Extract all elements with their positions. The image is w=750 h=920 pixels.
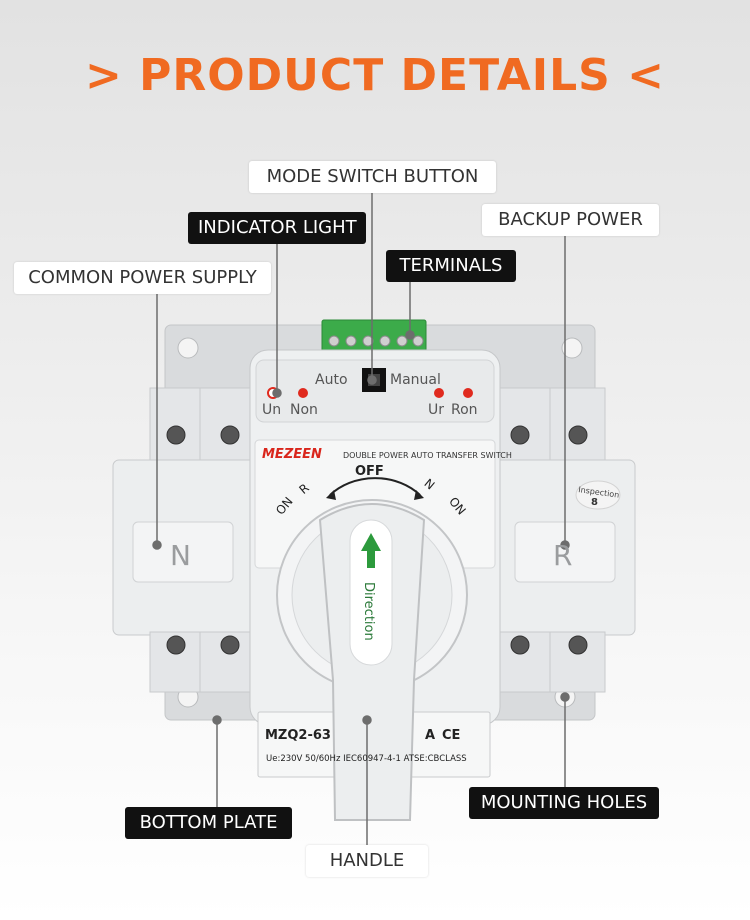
led-ur-label: Ur — [428, 402, 444, 418]
model-number: MZQ2-63 — [265, 728, 331, 743]
handle-direction-text: Direction — [361, 582, 376, 641]
left-breaker — [112, 387, 259, 693]
label-mounting-holes: MOUNTING HOLES — [469, 787, 659, 819]
side-n-label: N — [170, 539, 191, 572]
mode-manual-label: Manual — [390, 372, 441, 388]
side-r-label: R — [553, 539, 572, 572]
label-terminals: TERMINALS — [386, 250, 516, 282]
terminals — [321, 319, 427, 356]
label-mode-switch-button: MODE SWITCH BUTTON — [249, 161, 496, 193]
inspection-sticker — [575, 480, 621, 510]
indicator-light-non — [298, 388, 308, 398]
dial-off: OFF — [355, 464, 384, 479]
inspection-number: 8 — [591, 497, 598, 508]
callout-lines — [152, 192, 570, 846]
indicator-light-ron — [463, 388, 473, 398]
brand-name: MEZEEN — [262, 447, 322, 462]
spec-line: Ue:230V 50/60Hz IEC60947-4-1 ATSE:CBCLAS… — [266, 754, 467, 764]
led-ron-label: Ron — [451, 402, 478, 418]
led-non-label: Non — [290, 402, 318, 418]
label-common-power-supply: COMMON POWER SUPPLY — [14, 262, 271, 294]
page-title: > PRODUCT DETAILS < — [84, 50, 666, 101]
indicator-light-ur — [434, 388, 444, 398]
label-indicator-light: INDICATOR LIGHT — [188, 212, 366, 244]
handle[interactable] — [276, 499, 468, 821]
ce-mark: CE — [442, 728, 460, 743]
model-suffix: A — [425, 728, 435, 743]
label-bottom-plate: BOTTOM PLATE — [125, 807, 292, 839]
direction-arrow-icon — [361, 533, 381, 568]
label-handle: HANDLE — [306, 845, 428, 877]
product-line: DOUBLE POWER AUTO TRANSFER SWITCH — [343, 451, 512, 460]
dial-arc — [329, 477, 421, 496]
led-un-label: Un — [262, 402, 281, 418]
mode-auto-label: Auto — [315, 372, 348, 388]
label-backup-power: BACKUP POWER — [482, 204, 659, 236]
